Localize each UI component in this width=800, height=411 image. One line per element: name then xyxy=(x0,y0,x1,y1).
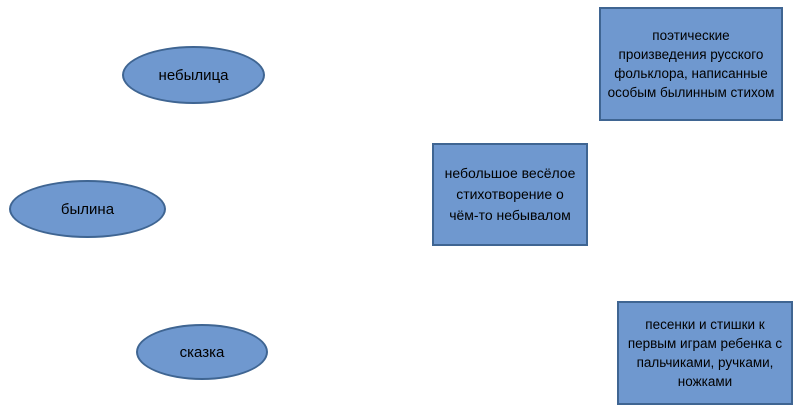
term-skazka[interactable]: сказка xyxy=(136,324,268,380)
definition-songs-rhymes-text: песенки и стишки к первым играм ребенка … xyxy=(627,317,783,389)
definition-small-poem[interactable]: небольшое весёлое стихотворение о чём-то… xyxy=(432,143,588,246)
term-bylina-label: былина xyxy=(60,200,115,218)
definition-songs-rhymes[interactable]: песенки и стишки к первым играм ребенка … xyxy=(617,301,793,405)
definition-poetic-works[interactable]: поэтические произведения русского фолькл… xyxy=(599,7,783,121)
term-bylina[interactable]: былина xyxy=(9,180,166,238)
definition-small-poem-text: небольшое весёлое стихотворение о чём-то… xyxy=(444,165,576,223)
definition-poetic-works-text: поэтические произведения русского фолькл… xyxy=(607,28,775,100)
term-skazka-label: сказка xyxy=(179,343,225,361)
term-nebylitsa-label: небылица xyxy=(158,66,229,84)
term-nebylitsa[interactable]: небылица xyxy=(122,46,265,104)
